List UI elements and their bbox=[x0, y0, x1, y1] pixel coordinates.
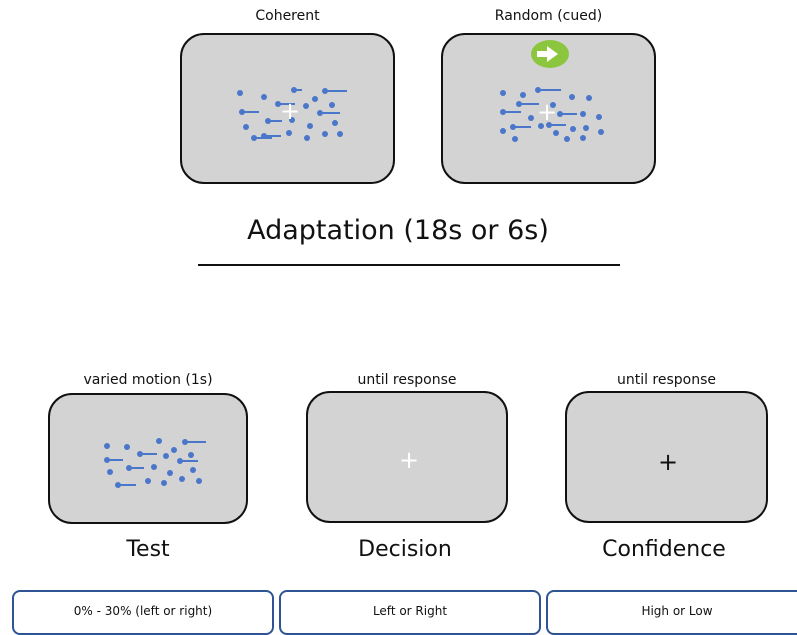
test-label: Test bbox=[126, 537, 170, 562]
fixation-cross: + bbox=[279, 97, 301, 125]
right-arrow-icon bbox=[537, 46, 558, 62]
fixation-cross: + bbox=[536, 98, 558, 126]
random-screen: + bbox=[441, 33, 656, 184]
test-dots bbox=[104, 438, 206, 488]
random-caption: Random (cued) bbox=[494, 8, 603, 24]
confidence-caption: until response bbox=[616, 372, 717, 388]
confidence-response-box: High or Low bbox=[546, 590, 797, 635]
confidence-screen: + bbox=[565, 391, 768, 523]
test-caption: varied motion (1s) bbox=[83, 372, 213, 388]
decision-label: Decision bbox=[358, 537, 452, 562]
test-screen bbox=[48, 393, 248, 524]
decision-screen: + bbox=[306, 391, 508, 523]
decision-caption: until response bbox=[357, 372, 457, 388]
test-response-box: 0% - 30% (left or right) bbox=[12, 590, 274, 635]
coherent-caption: Coherent bbox=[255, 8, 320, 24]
coherent-screen: + bbox=[180, 33, 395, 184]
decision-response-box: Left or Right bbox=[279, 590, 541, 635]
fixation-cross: + bbox=[657, 448, 679, 476]
adaptation-title: Adaptation (18s or 6s) bbox=[247, 215, 549, 246]
random-dots bbox=[500, 40, 604, 142]
coherent-dots bbox=[237, 87, 347, 141]
divider bbox=[198, 264, 620, 266]
confidence-label: Confidence bbox=[602, 537, 726, 562]
fixation-cross: + bbox=[398, 446, 420, 474]
